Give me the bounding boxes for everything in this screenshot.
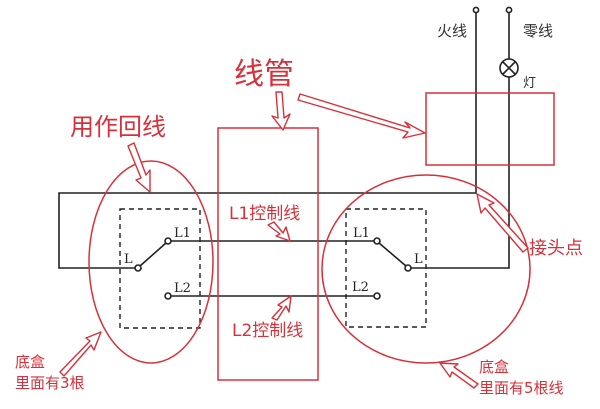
l1-control-label: L1控制线 — [229, 204, 301, 224]
arrow-l2 — [271, 295, 292, 321]
lamp-label: 灯 — [523, 76, 537, 91]
junction-label: 接头点 — [529, 238, 583, 259]
left-switch-l1: L1 — [174, 226, 191, 241]
lamp-icon — [499, 58, 519, 78]
conduit-box-top — [425, 92, 555, 166]
left-switch-common: L — [124, 252, 133, 267]
right-box-title: 底盒 — [479, 358, 510, 376]
neutral-terminal — [505, 6, 513, 14]
arrow-left-box — [59, 331, 102, 377]
neutral-wire — [411, 12, 510, 269]
arrow-conduit-top — [297, 93, 426, 139]
left-switch-l2: L2 — [174, 281, 191, 296]
right-switch-box — [345, 208, 427, 328]
left-switch-blade — [139, 242, 167, 267]
conduit-box-middle — [217, 127, 319, 381]
right-box-note: 里面有5根线 — [479, 379, 564, 397]
arrow-l1 — [267, 221, 291, 242]
right-switch-blade — [378, 242, 407, 267]
arrow-junction — [476, 193, 529, 253]
return-wire-label: 用作回线 — [70, 113, 166, 141]
right-switch-l2: L2 — [352, 280, 369, 295]
right-box-ellipse — [321, 174, 531, 364]
arrow-right-box — [439, 362, 479, 389]
arrow-return — [127, 142, 151, 193]
live-terminal — [472, 6, 480, 14]
left-box-note: 里面有3根 — [15, 374, 85, 392]
left-box-ellipse — [88, 160, 214, 364]
left-switch-box — [119, 208, 201, 329]
live-wire-label: 火线 — [437, 22, 468, 40]
l2-control-label: L2控制线 — [232, 321, 304, 341]
live-wire — [58, 12, 477, 269]
neutral-wire-label: 零线 — [523, 22, 554, 40]
right-switch-common: L — [414, 252, 423, 267]
right-switch-l1: L1 — [353, 226, 370, 241]
left-box-title: 底盒 — [15, 353, 46, 371]
conduit-label: 线管 — [234, 57, 294, 92]
arrow-conduit-middle — [271, 91, 291, 131]
